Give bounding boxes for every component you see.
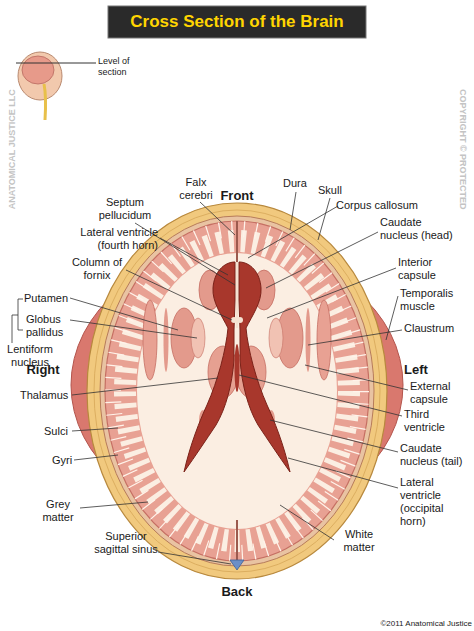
globus-pallidus: [191, 318, 205, 358]
lateral-ventricle: [184, 262, 235, 472]
part-label: Superior sagittal sinus: [94, 530, 158, 556]
part-label: Dura: [283, 177, 323, 190]
direction-label: Right: [20, 362, 66, 377]
white-matter: [137, 253, 337, 529]
title-box: [108, 6, 366, 38]
claustrum: [164, 308, 169, 372]
globus-pallidus: [269, 318, 283, 358]
fornix-column: [237, 317, 243, 323]
inset-brain: [22, 56, 54, 84]
part-label: Gyri: [52, 454, 92, 467]
part-label: White matter: [334, 528, 384, 554]
part-label: Corpus callosum: [336, 199, 446, 212]
part-label: Sulci: [44, 425, 84, 438]
inset-spinal-cord: [44, 84, 46, 120]
section-level-label: Level of section: [98, 56, 148, 77]
insula: [143, 300, 157, 380]
skull: [87, 203, 387, 579]
part-label: Septum pellucidum: [92, 196, 158, 222]
part-label: External capsule: [410, 380, 470, 406]
claustrum: [306, 308, 311, 372]
part-label: Caudate nucleus (head): [380, 216, 462, 242]
part-label: Putamen: [24, 292, 84, 305]
title-text: Cross Section of the Brain: [108, 6, 366, 38]
third-ventricle: [235, 344, 240, 392]
mirrored-ventricle: [239, 262, 290, 472]
part-label: Claustrum: [404, 322, 468, 335]
part-label: Grey matter: [34, 498, 82, 524]
direction-label: Left: [404, 362, 444, 377]
lateral-ventricle: [239, 262, 290, 472]
lentiform-bracket: [12, 299, 23, 343]
part-label: Thalamus: [20, 389, 80, 402]
watermark: COPYRIGHT © PROTECTED: [458, 69, 469, 229]
part-label: Third ventricle: [404, 408, 466, 434]
sulci: [113, 229, 361, 553]
white-matter-gyri: [125, 241, 349, 541]
section-level-line: [16, 63, 96, 64]
part-label: Lateral ventricle (fourth horn): [48, 226, 158, 252]
part-label: Temporalis muscle: [400, 287, 470, 313]
part-label: Falx cerebri: [170, 176, 222, 202]
part-label: Caudate nucleus (tail): [400, 442, 474, 468]
direction-label: Back: [212, 584, 262, 599]
copyright-note: ©2011 Anatomical Justice: [376, 619, 472, 628]
watermark: ANATOMICAL JUSTICE LLC: [7, 69, 18, 229]
insula: [317, 300, 331, 380]
dura: [100, 216, 374, 566]
part-label: Column of fornix: [68, 256, 126, 282]
part-label: Lateral ventricle (occipital horn): [400, 476, 464, 528]
direction-label: Front: [212, 188, 262, 203]
inset-head: [18, 52, 62, 100]
part-label: Interior capsule: [398, 256, 464, 282]
grey-matter: [105, 221, 369, 561]
part-label: Globus pallidus: [26, 313, 76, 339]
sagittal-sinus: [230, 560, 244, 570]
part-label: Skull: [318, 184, 358, 197]
skull-inner-line: [94, 210, 380, 572]
